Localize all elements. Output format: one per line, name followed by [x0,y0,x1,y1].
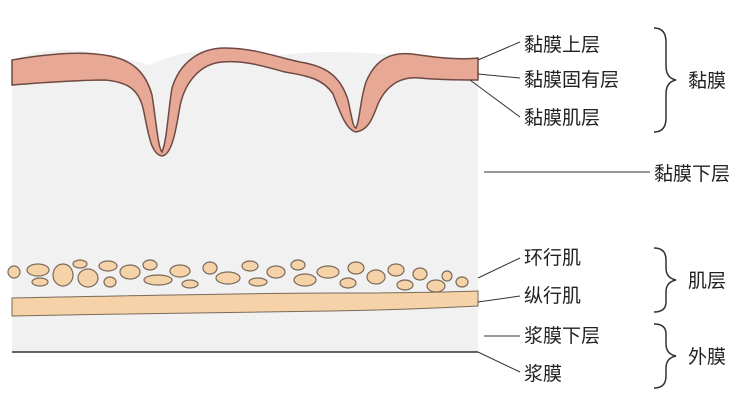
leader-lines [469,41,650,373]
mucosa-layer [11,47,479,157]
group-braces [653,27,677,389]
label-serosa: 浆膜 [524,363,562,385]
label-lamina-propria: 黏膜固有层 [524,69,619,91]
mucosa-brace [653,27,677,133]
muscularis-brace [653,247,677,313]
label-epithelium: 黏膜上层 [524,34,600,56]
circular-muscle-cells [7,259,469,293]
longitudinal-muscle-band [11,290,479,317]
label-circular-muscle: 环行肌 [524,247,581,269]
label-subserosa: 浆膜下层 [524,325,600,347]
label-muscularis-mucosae: 黏膜肌层 [524,107,600,129]
adventitia-brace [653,323,677,389]
group-label-muscularis: 肌层 [688,270,726,292]
group-label-mucosa: 黏膜 [688,70,726,92]
group-label-adventitia: 外膜 [688,346,726,368]
label-longitudinal-muscle: 纵行肌 [524,285,581,307]
label-submucosa: 黏膜下层 [654,163,730,185]
